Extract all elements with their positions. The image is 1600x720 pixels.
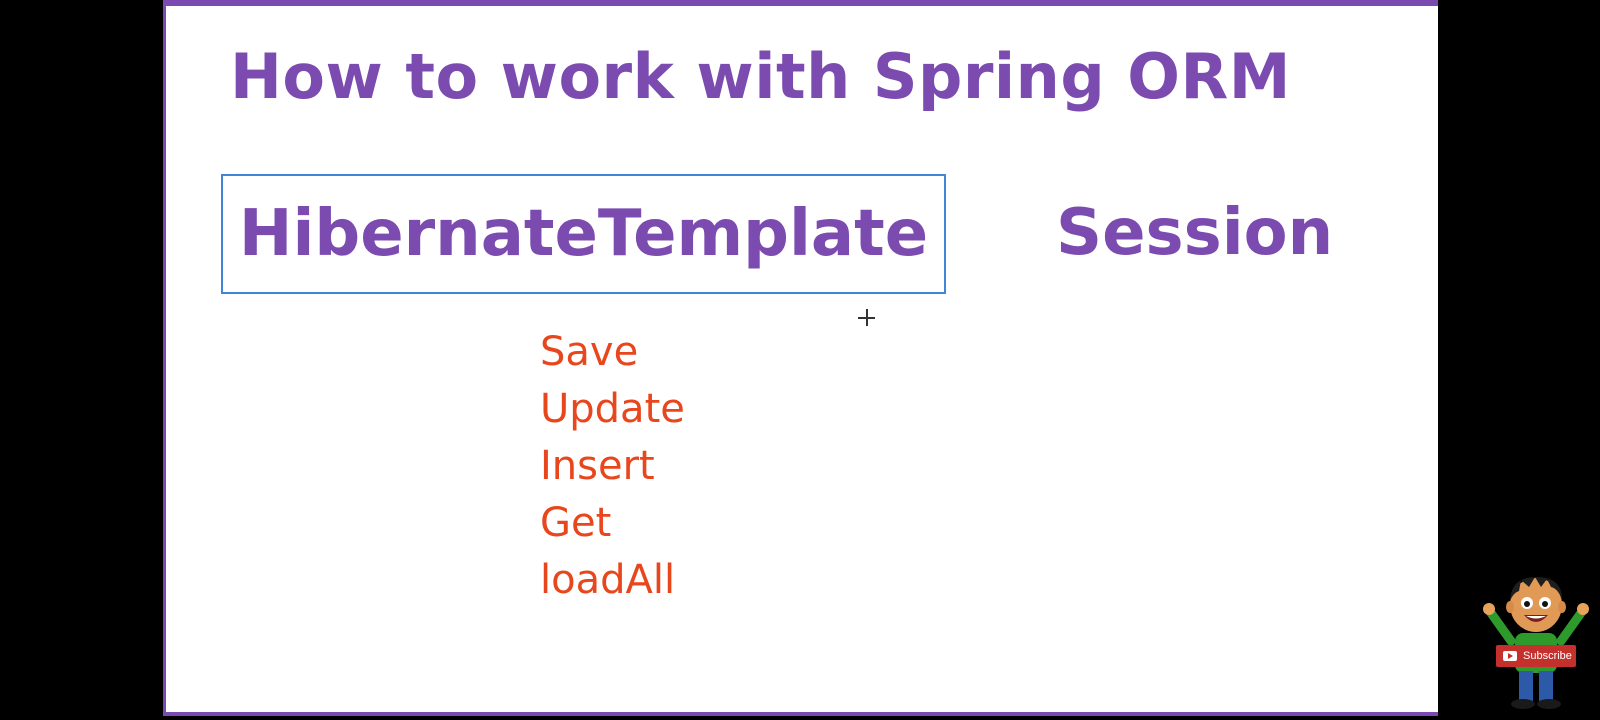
youtube-play-icon bbox=[1503, 651, 1517, 661]
method-item: Save bbox=[540, 329, 639, 375]
subscribe-button[interactable]: Subscribe bbox=[1496, 645, 1576, 667]
method-list: Save Update Insert Get loadAll bbox=[540, 324, 685, 609]
hibernate-template-box: HibernateTemplate bbox=[221, 174, 946, 294]
cartoon-boy-mascot-icon bbox=[1483, 577, 1589, 709]
method-item: Get bbox=[540, 500, 612, 546]
method-item: loadAll bbox=[540, 557, 676, 603]
method-item: Update bbox=[540, 386, 685, 432]
subscribe-label: Subscribe bbox=[1523, 650, 1572, 662]
hibernate-template-label: HibernateTemplate bbox=[238, 197, 929, 271]
crosshair-cursor-icon bbox=[858, 309, 875, 326]
slide: How to work with Spring ORM HibernateTem… bbox=[163, 0, 1589, 716]
session-label: Session bbox=[1056, 196, 1334, 270]
method-item: Insert bbox=[540, 443, 655, 489]
slide-title: How to work with Spring ORM bbox=[230, 40, 1291, 113]
